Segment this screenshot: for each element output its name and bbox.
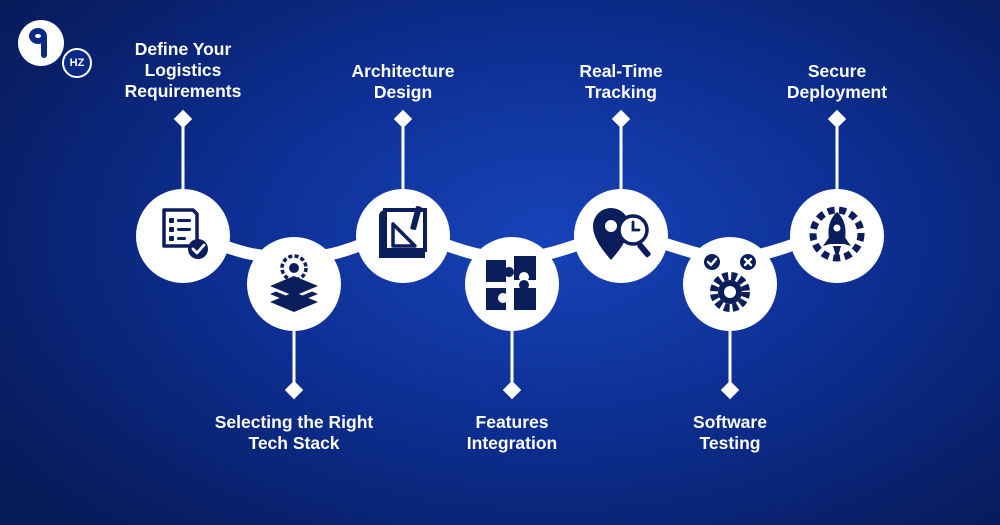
bottom-stems [284,305,740,400]
top-stems [173,109,847,190]
puzzle-icon [486,256,536,310]
step-3-label: Architecture Design [351,61,455,102]
step-7-label: Secure Deployment [786,61,888,102]
brand-logo: HZ [18,20,98,78]
step-circles [136,189,884,331]
step-1-label: Define Your Logistics Requirements [124,39,242,101]
layered-stack-gear-icon [270,254,318,312]
checklist-icon [162,208,208,259]
logo-badge: HZ [62,48,92,78]
rocket-gear-icon [809,206,865,262]
logo-mark-icon [18,20,64,66]
location-clock-icon [593,208,651,260]
step-2-label: Selecting the Right Tech Stack [214,412,374,453]
step-4-label: Features Integration [466,412,558,453]
step-6-label: Software Testing [693,412,767,453]
step-5-label: Real-Time Tracking [579,61,663,102]
blueprint-icon [379,205,427,258]
gear-check-icon [704,254,756,312]
